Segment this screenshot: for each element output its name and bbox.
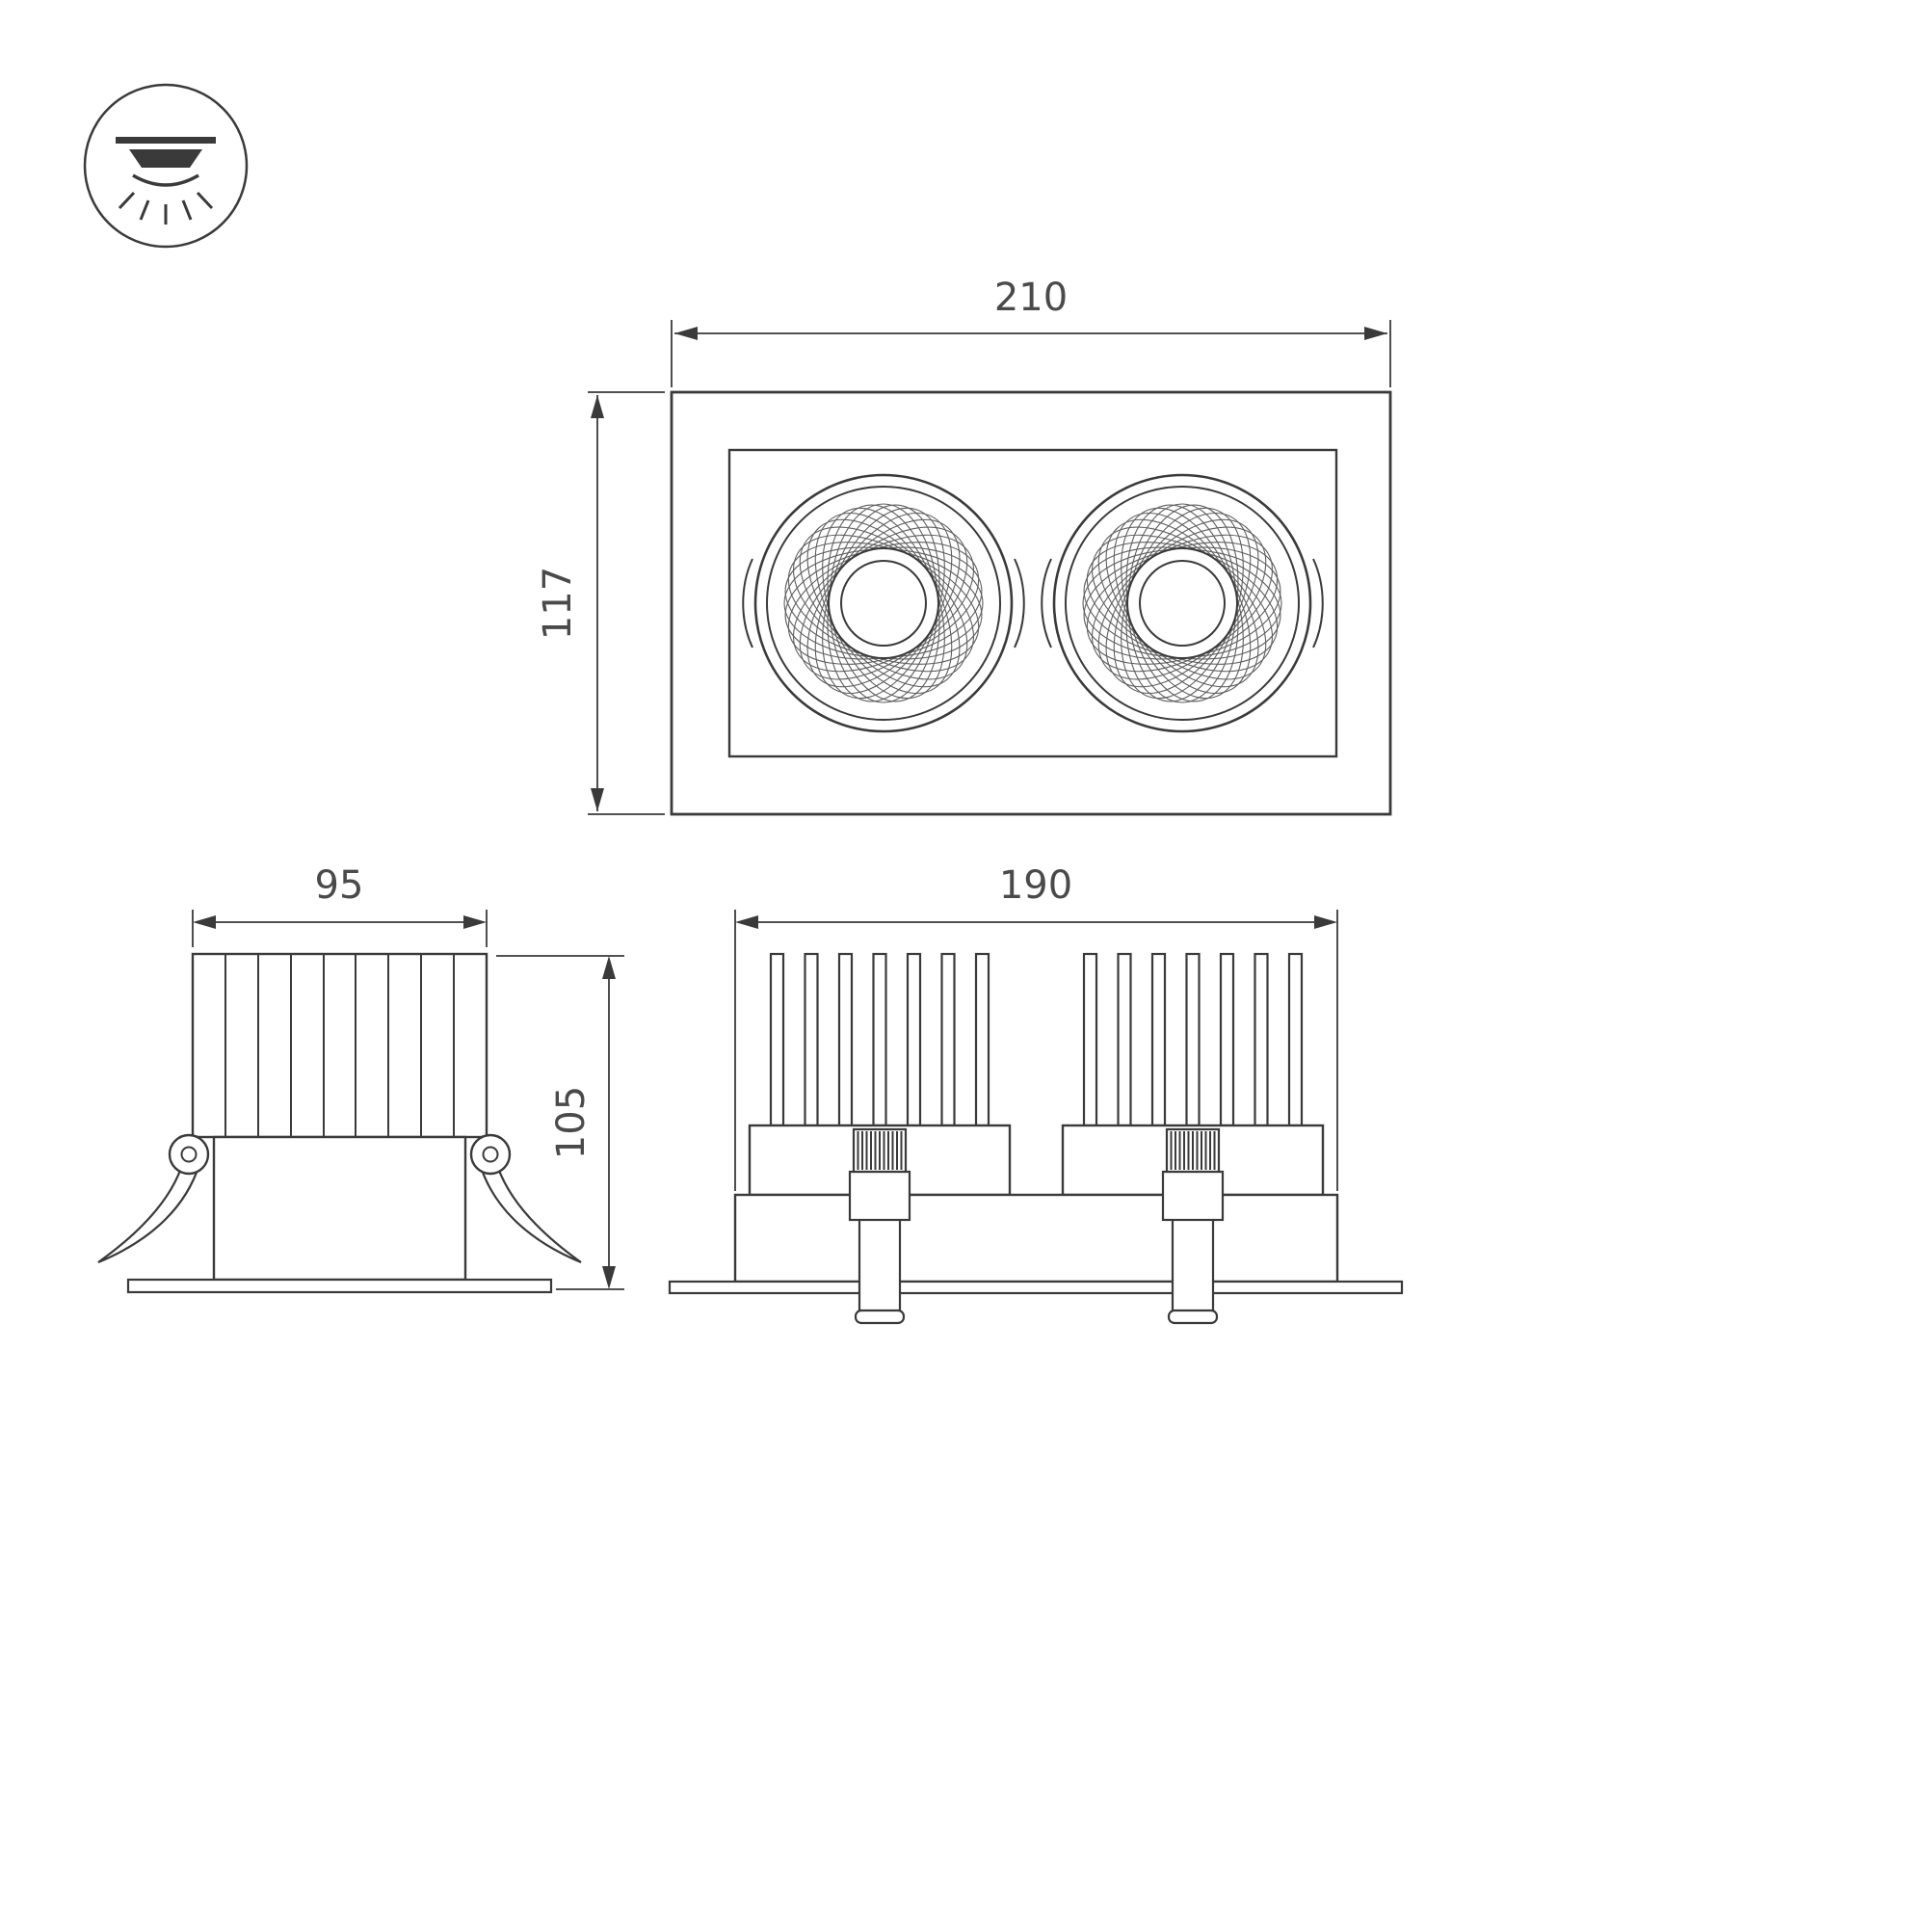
arrowhead-right bbox=[463, 915, 487, 929]
dim-elevation-width-label: 190 bbox=[999, 863, 1072, 908]
arrowhead-right bbox=[1314, 915, 1337, 929]
dim-front-height-label: 117 bbox=[536, 567, 580, 640]
icon-lamp-body bbox=[129, 149, 202, 168]
recessed-downlight-icon bbox=[83, 83, 249, 249]
icon-light-rays bbox=[118, 191, 214, 225]
side-lamp-body bbox=[212, 1135, 467, 1282]
icon-ceiling-bar bbox=[116, 137, 216, 144]
trim-flange bbox=[668, 1280, 1404, 1295]
side-trim-flange bbox=[126, 1278, 553, 1294]
arrowhead-left bbox=[735, 915, 758, 929]
arrowhead-down bbox=[602, 1266, 616, 1289]
front-view bbox=[670, 390, 1392, 816]
icon-lamp-lens-arc bbox=[132, 173, 199, 187]
spring-clip-right-unit bbox=[1161, 1127, 1225, 1325]
side-heatsink-fins bbox=[224, 954, 455, 1137]
heatsink-fins-left-unit bbox=[769, 952, 990, 1127]
mounting-box-base bbox=[733, 1193, 1339, 1284]
heatsink-fins-right-unit bbox=[1082, 952, 1304, 1127]
dim-side-height-label: 105 bbox=[549, 1086, 594, 1159]
arrowhead-left bbox=[193, 915, 216, 929]
arrowhead-up bbox=[591, 395, 604, 418]
side-heatsink-block bbox=[191, 952, 488, 1139]
side-profile-view bbox=[96, 952, 583, 1294]
front-elevation-view bbox=[668, 952, 1404, 1325]
arrowhead-right bbox=[1364, 327, 1387, 340]
dimension-elevation-width: 190 bbox=[734, 863, 1338, 1191]
side-spring-clip-left bbox=[96, 1133, 210, 1264]
dim-front-width-label: 210 bbox=[994, 276, 1068, 320]
dim-side-width-label: 95 bbox=[315, 863, 364, 908]
spring-clip-left-unit bbox=[848, 1127, 911, 1325]
arrowhead-up bbox=[602, 956, 616, 979]
dimension-side-width: 95 bbox=[192, 863, 488, 947]
arrowhead-down bbox=[591, 788, 604, 811]
arrowhead-left bbox=[674, 327, 698, 340]
dimension-front-height: 117 bbox=[536, 391, 665, 815]
dimension-front-width: 210 bbox=[671, 276, 1391, 387]
dimension-side-height: 105 bbox=[496, 955, 624, 1290]
